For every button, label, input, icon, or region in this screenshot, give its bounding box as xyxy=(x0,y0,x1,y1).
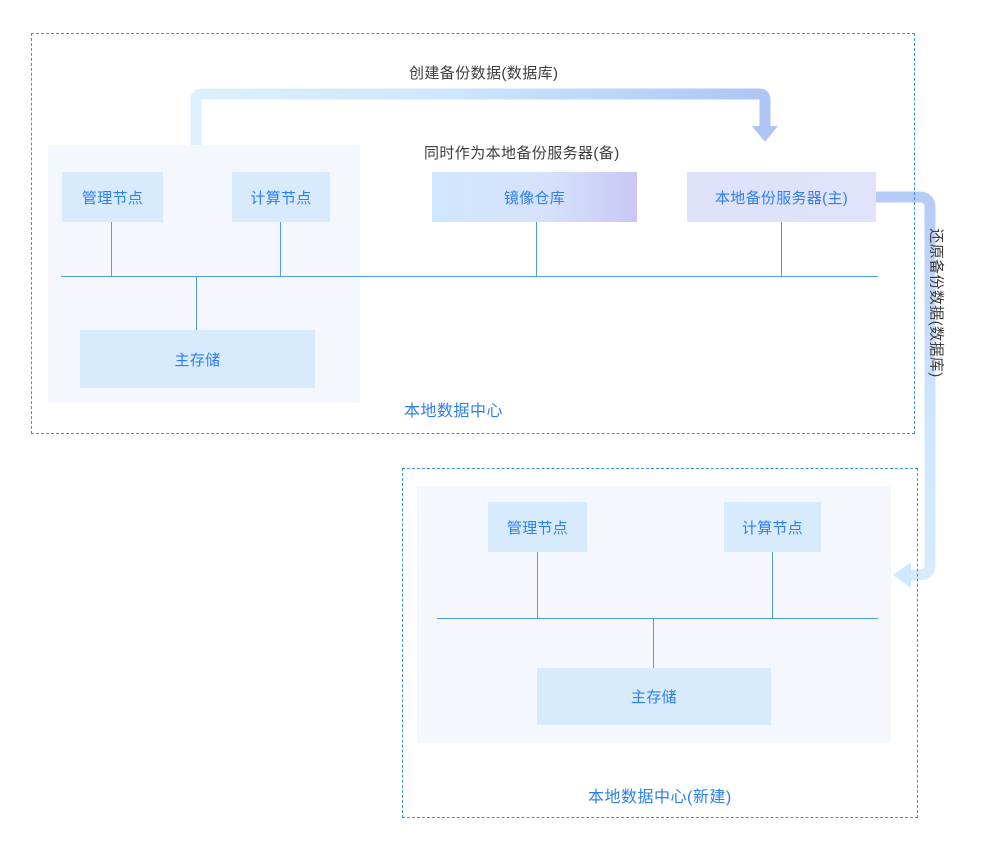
connector-primary-storage-top xyxy=(196,276,197,330)
node-compute-top[interactable]: 计算节点 xyxy=(232,172,330,222)
caption-restore-backup: 还原备份数据(数据库) xyxy=(927,228,945,378)
zone-label-local-data-center: 本地数据中心 xyxy=(404,403,504,420)
caption-create-backup: 创建备份数据(数据库) xyxy=(409,65,559,82)
connector-management-bottom xyxy=(537,552,538,618)
bus-line-bottom xyxy=(437,618,878,619)
connector-management-top xyxy=(111,222,112,276)
caption-dual-role-backup-server: 同时作为本地备份服务器(备) xyxy=(424,145,620,162)
node-primary-storage-bottom[interactable]: 主存储 xyxy=(537,668,771,725)
connector-compute-bottom xyxy=(772,552,773,618)
connector-compute-top xyxy=(280,222,281,276)
connector-mirror-repository xyxy=(536,222,537,276)
node-primary-storage-top[interactable]: 主存储 xyxy=(80,330,315,388)
zone-local-data-center xyxy=(31,33,915,434)
bus-line-top xyxy=(61,276,878,277)
zone-local-data-center-new xyxy=(402,468,918,818)
connector-backup-server xyxy=(781,222,782,276)
connector-primary-storage-bottom xyxy=(653,618,654,668)
node-management-top[interactable]: 管理节点 xyxy=(62,172,163,222)
node-local-backup-server-primary[interactable]: 本地备份服务器(主) xyxy=(687,172,876,222)
node-mirror-repository[interactable]: 镜像仓库 xyxy=(432,172,637,222)
zone-label-local-data-center-new: 本地数据中心(新建) xyxy=(588,789,732,806)
node-compute-bottom[interactable]: 计算节点 xyxy=(724,502,821,552)
node-management-bottom[interactable]: 管理节点 xyxy=(488,502,587,552)
